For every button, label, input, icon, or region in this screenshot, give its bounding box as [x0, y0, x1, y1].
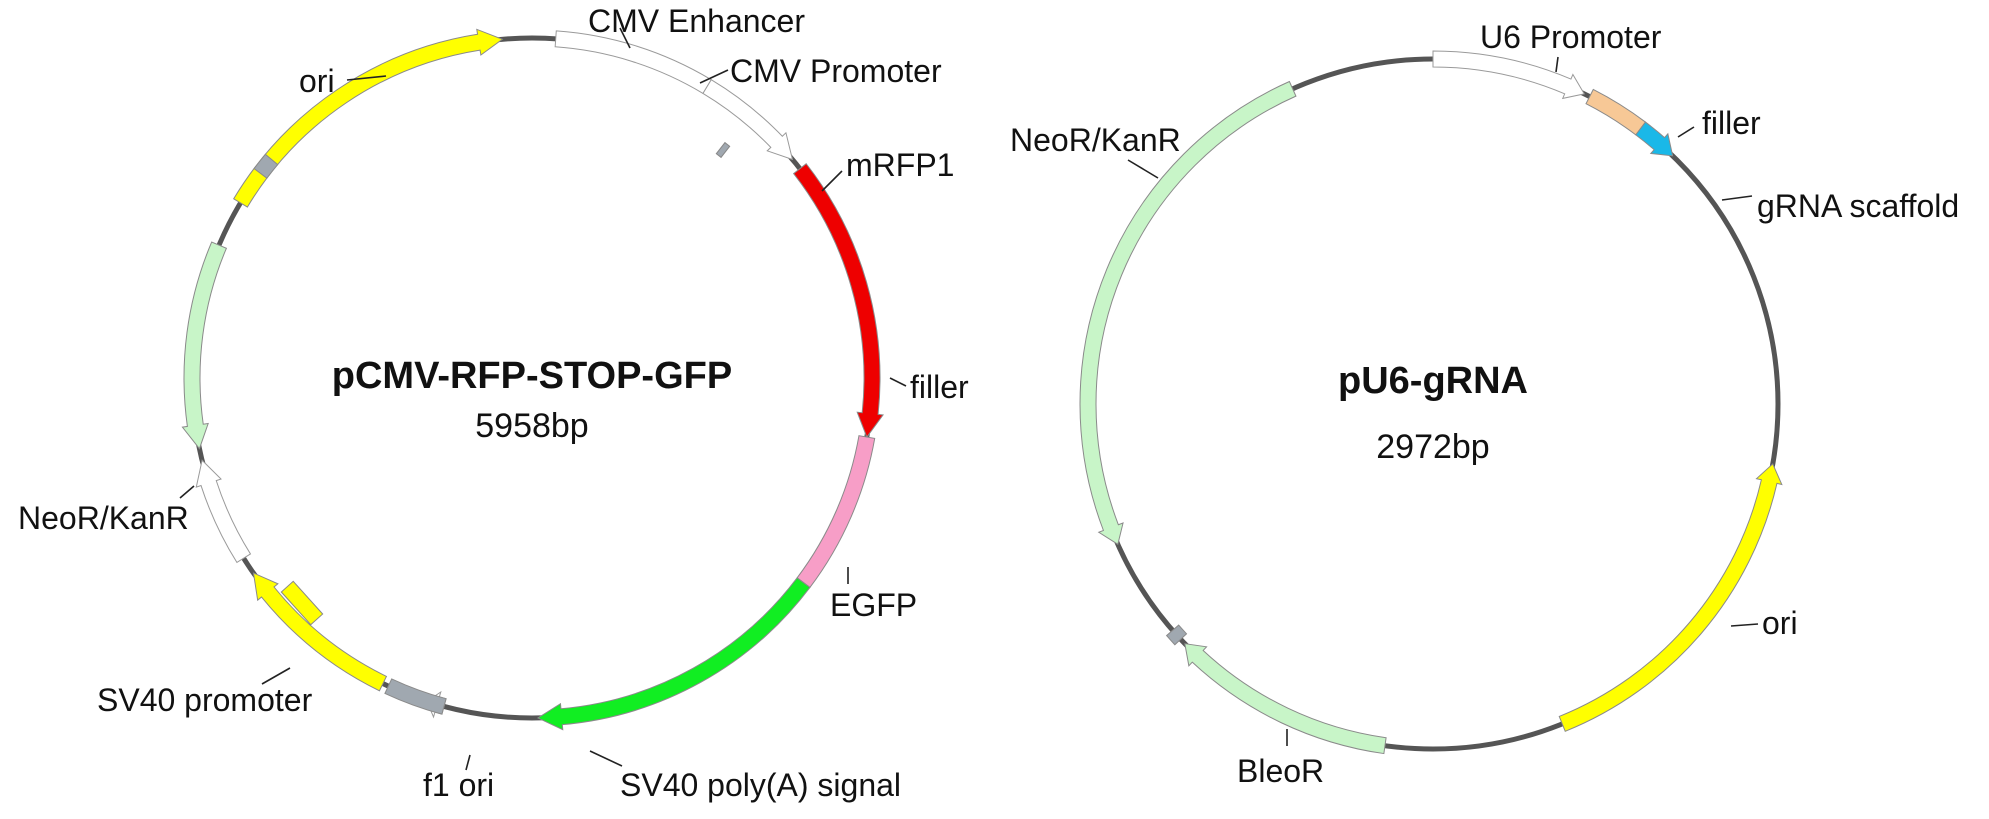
label-u6-promoter: U6 Promoter — [1480, 19, 1662, 55]
leader-grna-scaffold — [1721, 195, 1753, 201]
label-ori-left: ori — [299, 63, 335, 99]
plasmid-title-left: pCMV-RFP-STOP-GFP — [332, 355, 732, 397]
label-cmv-enhancer: CMV Enhancer — [588, 3, 805, 39]
plasmid-size-left: 5958bp — [475, 407, 588, 445]
label-f1-ori: f1 ori — [423, 767, 494, 803]
feature-grna-scaffold-right — [1635, 121, 1674, 157]
feature-neor-kanr-right — [1079, 80, 1297, 546]
label-egfp: EGFP — [830, 587, 917, 623]
label-neor-right: NeoR/KanR — [1010, 122, 1181, 158]
label-bleor: BleoR — [1237, 753, 1324, 789]
feature-bleor-right — [1184, 643, 1387, 755]
f1-ori-inner-mark — [280, 580, 324, 626]
feature-u6-promoter-right — [1432, 50, 1586, 100]
label-sv40-polya: SV40 poly(A) signal — [620, 767, 901, 803]
feature-neor-kanr-left — [181, 241, 228, 450]
feature-ori-left — [233, 28, 504, 208]
leader-neor-right — [1127, 159, 1159, 179]
leader-u6-promoter — [1555, 56, 1559, 73]
plasmid-map-left: ori CMV Enhancer CMV Promoter mRFP1 fill… — [18, 3, 969, 803]
feature-mrfp1-left — [792, 163, 884, 439]
plasmid-title-right: pU6-gRNA — [1338, 360, 1528, 402]
label-filler-left: filler — [910, 369, 969, 405]
label-grna-scaffold: gRNA scaffold — [1757, 188, 1959, 224]
label-neor-left: NeoR/KanR — [18, 500, 189, 536]
feature-filler-right — [1585, 88, 1647, 136]
feature-sv40-promoter-left — [195, 459, 252, 564]
label-ori-right: ori — [1762, 605, 1798, 641]
leader-ori-right — [1730, 623, 1759, 627]
plasmid-map-right: U6 Promoter filler gRNA scaffold ori Ble… — [1010, 19, 1959, 789]
leader-cmv-promoter — [699, 69, 729, 84]
leader-cmv-enhancer — [619, 27, 631, 49]
feature-sv40-polya-left — [384, 678, 447, 715]
leader-neor-left — [179, 485, 195, 499]
leader-sv40-promoter — [261, 667, 291, 685]
feature-small-grey-left — [253, 153, 279, 179]
leader-filler-right — [1677, 126, 1695, 138]
leader-sv40-polya — [589, 750, 623, 767]
leader-mrfp1 — [821, 170, 843, 192]
feature-ori-right — [1558, 463, 1783, 732]
feature-egfp-left — [536, 577, 811, 731]
label-filler-right: filler — [1702, 105, 1761, 141]
promoter-inner-mark — [715, 141, 731, 159]
label-cmv-promoter: CMV Promoter — [730, 53, 942, 89]
leader-f1-ori — [465, 754, 471, 771]
leader-filler-left — [889, 377, 907, 387]
label-sv40-promoter: SV40 promoter — [97, 682, 313, 718]
feature-f1-ori-left — [252, 572, 388, 692]
feature-filler-left — [796, 435, 876, 589]
label-mrfp1: mRFP1 — [846, 147, 954, 183]
feature-cmv-promoter-left — [702, 79, 794, 161]
leader-ori-left — [346, 75, 387, 81]
feature-small-grey-right — [1165, 624, 1188, 646]
plasmid-size-right: 2972bp — [1376, 428, 1489, 466]
feature-cmv-enhancer-left — [554, 30, 712, 95]
